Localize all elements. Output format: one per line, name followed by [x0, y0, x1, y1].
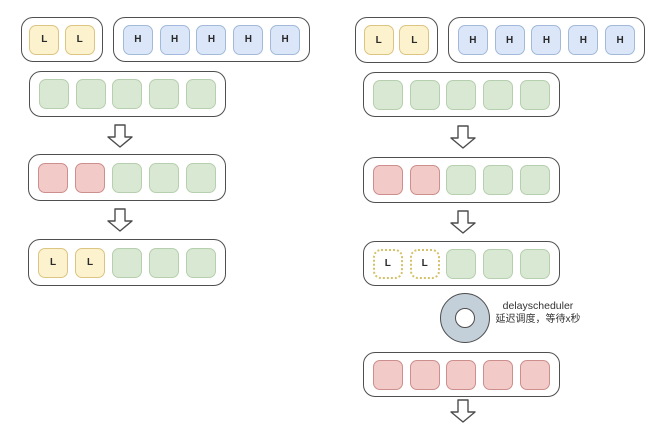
task-cell-red — [372, 165, 403, 195]
task-cell-blue-h: H — [494, 25, 525, 55]
task-cell-green — [186, 247, 216, 278]
right-pool-high-scheduled — [363, 157, 560, 203]
task-cell-green — [186, 79, 217, 109]
down-arrow-icon — [107, 124, 133, 148]
task-cell-red — [409, 165, 440, 195]
right-pool-initial — [363, 72, 560, 117]
down-arrow-icon — [450, 210, 476, 234]
task-cell-green — [186, 162, 216, 193]
task-cell-green — [149, 79, 180, 109]
task-cell-green — [520, 165, 551, 195]
scheduler-description: 延迟调度，等待x秒 — [495, 314, 581, 325]
task-cell-yellow-l: L — [38, 247, 68, 278]
task-cell-green — [112, 79, 143, 109]
task-cell-green — [149, 247, 179, 278]
task-cell-green — [483, 165, 514, 195]
task-cell-yellow-l: L — [399, 25, 430, 55]
task-cell-blue-h: H — [196, 24, 227, 55]
task-cell-yellow-l: L — [29, 24, 60, 55]
delay-scheduler-icon — [440, 293, 490, 343]
down-arrow-icon — [107, 208, 133, 232]
task-cell-yellow-l: L — [64, 24, 95, 55]
task-cell-green — [409, 79, 440, 110]
task-cell-blue-h: H — [270, 24, 301, 55]
task-cell-green — [520, 248, 551, 279]
scheduler-name: delayscheduler — [502, 300, 574, 312]
task-cell-dotted-l: L — [409, 248, 440, 279]
left-pool-high-scheduled — [28, 154, 226, 201]
task-cell-green — [38, 79, 69, 109]
task-cell-blue-h: H — [568, 25, 599, 55]
task-cell-green — [483, 248, 514, 279]
task-cell-green — [112, 247, 142, 278]
task-cell-red — [372, 359, 403, 390]
task-cell-green — [446, 165, 477, 195]
task-cell-green — [149, 162, 179, 193]
task-cell-green — [483, 79, 514, 110]
task-cell-green — [372, 79, 403, 110]
task-cell-dotted-l: L — [372, 248, 403, 279]
task-cell-blue-h: H — [605, 25, 636, 55]
task-cell-green — [446, 79, 477, 110]
task-cell-green — [520, 79, 551, 110]
task-cell-red — [483, 359, 514, 390]
delay-scheduler-label: delayscheduler 延迟调度，等待x秒 — [477, 299, 599, 327]
down-arrow-icon — [450, 399, 476, 423]
task-cell-red — [446, 359, 477, 390]
task-cell-red — [520, 359, 551, 390]
right-pool-full — [363, 352, 560, 397]
left-pool-initial — [29, 71, 226, 117]
down-arrow-icon — [450, 125, 476, 149]
task-cell-blue-h: H — [122, 24, 153, 55]
task-cell-blue-h: H — [531, 25, 562, 55]
task-cell-green — [446, 248, 477, 279]
task-cell-red — [38, 162, 68, 193]
task-cell-red — [75, 162, 105, 193]
task-cell-yellow-l: L — [363, 25, 394, 55]
donut-hole — [455, 308, 475, 328]
task-cell-red — [409, 359, 440, 390]
task-cell-green — [75, 79, 106, 109]
task-cell-blue-h: H — [457, 25, 488, 55]
task-cell-blue-h: H — [159, 24, 190, 55]
task-cell-green — [112, 162, 142, 193]
task-cell-blue-h: H — [233, 24, 264, 55]
task-cell-yellow-l: L — [75, 247, 105, 278]
